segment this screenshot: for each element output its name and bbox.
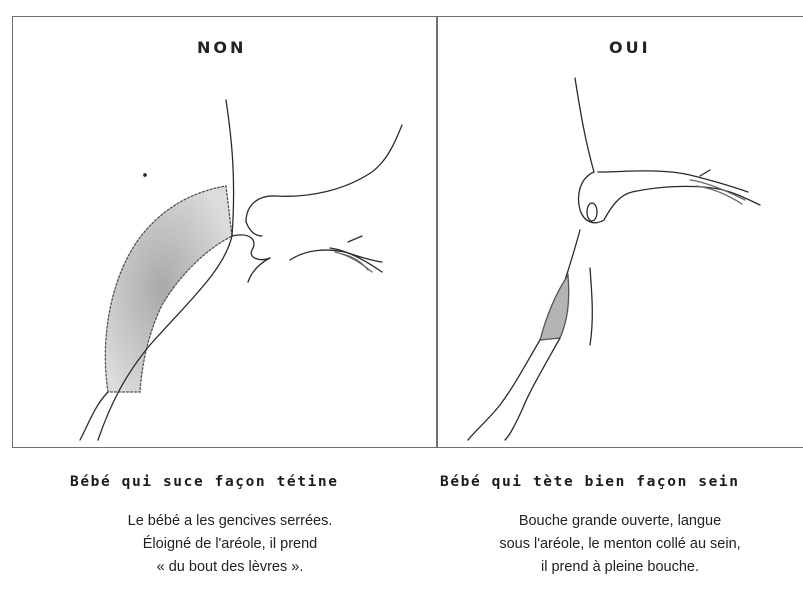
caption-title-left: Bébé qui suce façon tétine bbox=[70, 474, 339, 490]
caption-line: il prend à pleine bouche. bbox=[440, 556, 800, 579]
panel-label-non: NON bbox=[197, 38, 246, 57]
caption-line: Le bébé a les gencives serrées. bbox=[60, 510, 400, 533]
caption-line: Bouche grande ouverte, langue bbox=[440, 510, 800, 533]
caption-line: Éloigné de l'aréole, il prend bbox=[60, 533, 400, 556]
caption-body-right: Bouche grande ouverte, langue sous l'aré… bbox=[440, 510, 800, 579]
caption-title-right: Bébé qui tète bien façon sein bbox=[440, 474, 740, 490]
caption-line: « du bout des lèvres ». bbox=[60, 556, 400, 579]
caption-body-left: Le bébé a les gencives serrées. Éloigné … bbox=[60, 510, 400, 579]
right-panel-drawing bbox=[468, 78, 760, 440]
left-panel-drawing bbox=[80, 100, 402, 440]
caption-line: sous l'aréole, le menton collé au sein, bbox=[440, 533, 800, 556]
panel-label-oui: OUI bbox=[609, 38, 651, 57]
